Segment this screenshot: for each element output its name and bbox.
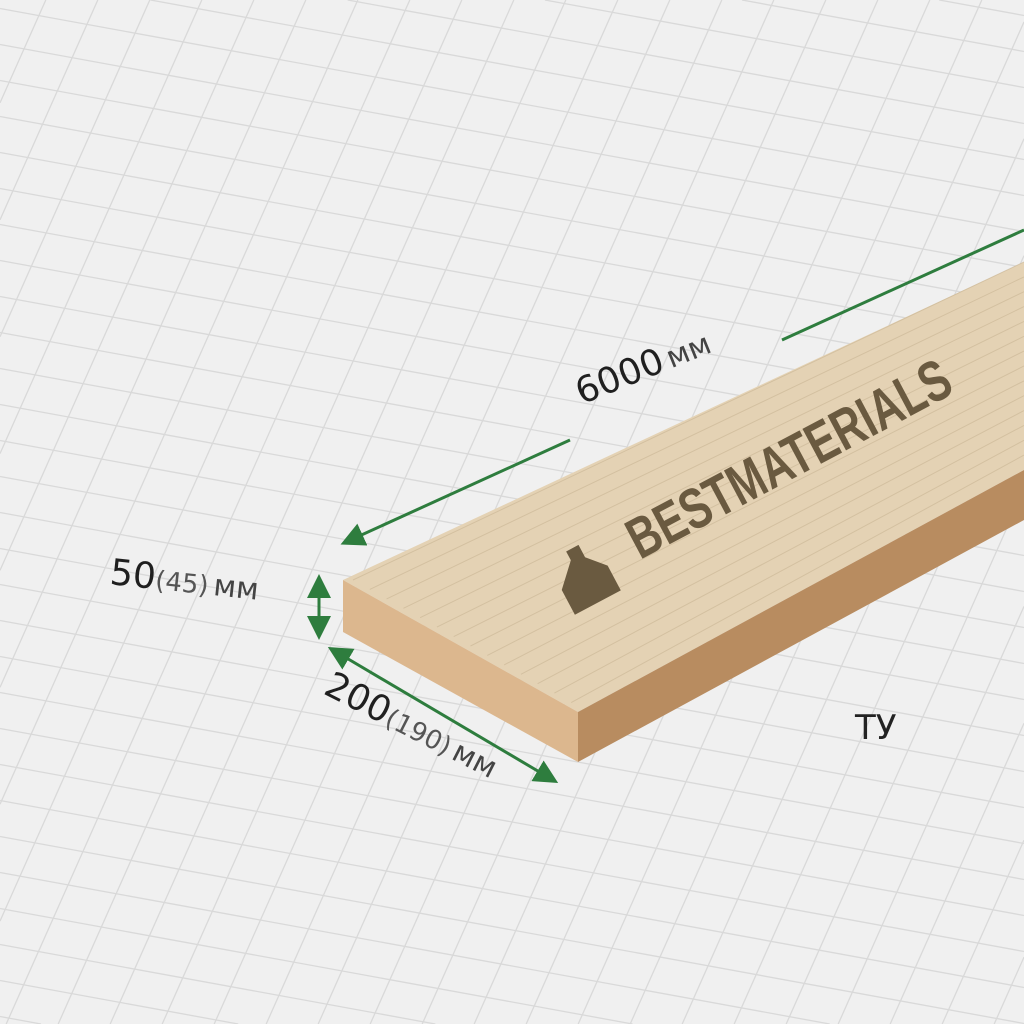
grid-line	[0, 0, 359, 805]
width-arrow	[327, 646, 559, 784]
grid-line	[0, 43, 1024, 233]
length-arrow-left	[340, 438, 571, 546]
house-logo-icon	[561, 544, 621, 615]
wood-grain-line	[554, 439, 1024, 694]
wood-grain-line	[503, 395, 1024, 666]
grid-line	[0, 0, 411, 922]
grid-line	[0, 0, 307, 688]
grid-line	[0, 7, 1024, 197]
wood-grain-line	[352, 261, 1024, 581]
wood-grain-line	[537, 424, 1024, 685]
wood-grain-line	[470, 365, 1024, 647]
thickness-unit: мм	[211, 568, 261, 608]
grid-line	[57, 0, 515, 1024]
wood-grain-line	[386, 291, 1024, 600]
thickness-value: 50	[108, 552, 158, 598]
grid-line	[0, 0, 203, 454]
grid-line	[0, 151, 1024, 341]
grid-line	[0, 115, 1024, 305]
standard-label: ТУ	[855, 708, 897, 748]
wood-grain-line	[403, 306, 1024, 609]
grid-line	[0, 943, 436, 1024]
grid-line	[0, 691, 1024, 881]
grid-line	[161, 0, 619, 1024]
length-arrow-right	[781, 228, 1024, 342]
grid-line	[5, 0, 463, 1024]
wood-grain-line	[570, 454, 1024, 704]
grid-line	[993, 956, 1024, 1024]
grid-line	[785, 489, 1024, 1024]
thickness-alt: (45)	[153, 565, 210, 602]
wood-grain-line	[419, 320, 1024, 619]
grid-line	[0, 907, 633, 1024]
grid-line	[939, 0, 1024, 17]
grid-line	[0, 871, 830, 1024]
grid-line	[741, 0, 1024, 53]
grid-line	[347, 0, 1024, 125]
wood-grain-line	[453, 350, 1024, 638]
grid-line	[0, 0, 151, 337]
grid-line	[0, 0, 255, 571]
board-side-face	[578, 470, 1024, 762]
grid-line	[109, 0, 567, 1024]
grid-line	[544, 0, 1024, 89]
board-top-face	[343, 262, 1024, 712]
grid-line	[0, 0, 99, 221]
grid-line	[0, 79, 1024, 269]
wood-grain-line	[520, 410, 1024, 675]
grid-line	[889, 723, 1024, 1024]
grid-line	[0, 763, 1024, 953]
grid-line	[150, 0, 1024, 161]
grid-line	[837, 606, 1024, 1024]
wood-grain-line	[436, 335, 1024, 628]
wood-grain-line	[369, 276, 1024, 590]
grid-line	[0, 835, 1024, 1024]
grid-line	[0, 799, 1024, 989]
grid-line	[0, 0, 47, 104]
grid-line	[0, 979, 239, 1024]
grid-line	[0, 1015, 42, 1024]
grid-line	[941, 839, 1024, 1024]
